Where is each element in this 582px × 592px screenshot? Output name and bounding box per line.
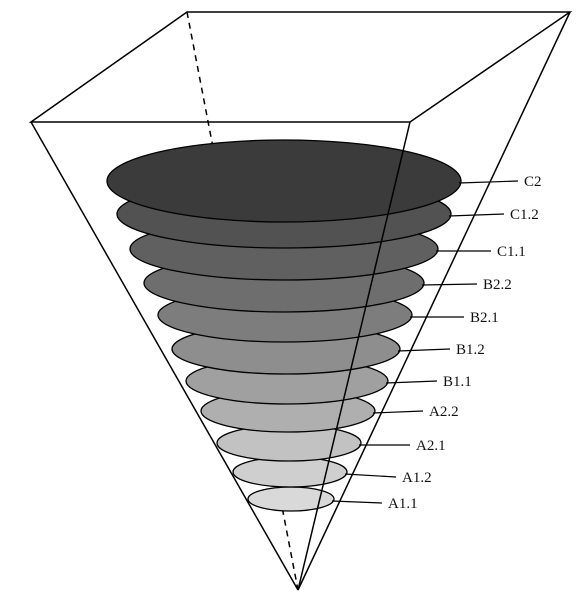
leader-line-b1-1: [385, 380, 438, 384]
pyramid-top-rim: [28, 11, 573, 123]
front-edge: [297, 121, 411, 591]
level-label-a1-2: A1.2: [402, 470, 432, 486]
level-label-b2-2: B2.2: [483, 277, 512, 293]
leader-line-a2-2: [372, 410, 424, 414]
leader-line-b1-2: [397, 348, 451, 352]
level-label-a2-2: A2.2: [429, 404, 459, 420]
level-labels: A1.1 A1.2 A2.1 A2.2 B1.1 B1.2 B2.1 B2.2 C1.1 C1.2…: [331, 174, 542, 512]
right-side-edge: [297, 11, 571, 591]
level-label-b2-1: B2.1: [470, 310, 499, 326]
leader-line-b2-2: [421, 283, 478, 286]
level-label-a2-1: A2.1: [416, 438, 446, 454]
level-label-a1-1: A1.1: [388, 496, 418, 512]
level-label-c1-1: C1.1: [497, 244, 526, 260]
leader-line-a1-1: [331, 500, 383, 504]
stacked-levels: [106, 139, 462, 512]
level-label-c2: C2: [524, 174, 542, 190]
level-label-b1-1: B1.1: [443, 374, 472, 390]
level-disc-c2: [106, 139, 462, 223]
left-side-edge: [30, 121, 299, 591]
leader-line-a1-2: [344, 473, 397, 478]
leader-line-c1-2: [448, 213, 505, 217]
leader-line-c2: [458, 180, 519, 184]
level-label-b1-2: B1.2: [456, 342, 485, 358]
level-label-c1-2: C1.2: [510, 207, 539, 223]
